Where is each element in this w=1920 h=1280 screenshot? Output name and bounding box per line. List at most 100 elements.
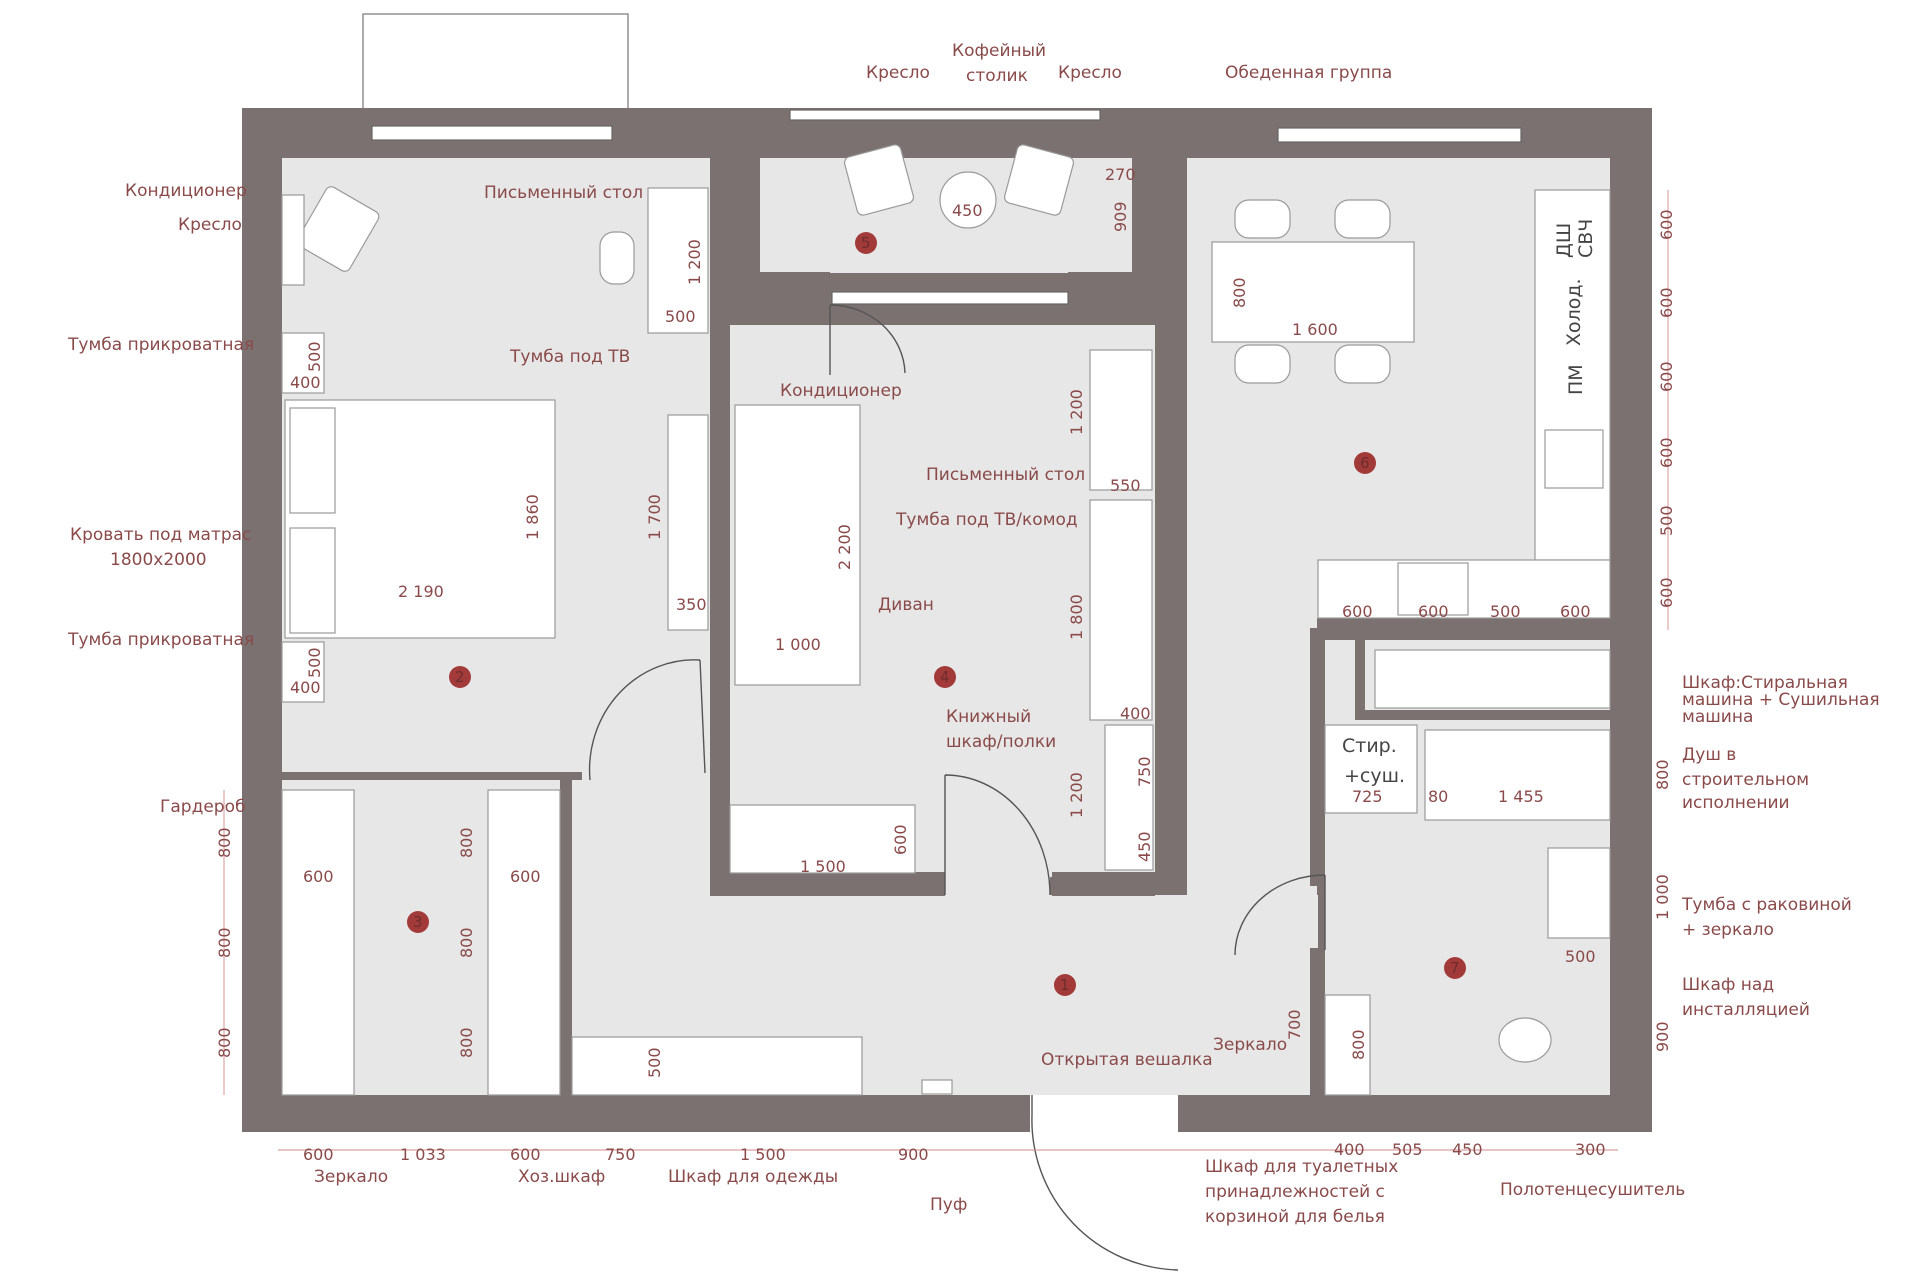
corridor-floor-2 [568, 770, 728, 910]
wall-h [1052, 872, 1155, 896]
dim-kv5: 500 [1657, 505, 1676, 536]
clothes-wardrobe [571, 1036, 863, 1096]
shower-tray [1424, 729, 1611, 821]
wall-m [1310, 948, 1322, 1096]
dim-k600b: 600 [1418, 602, 1449, 621]
label-sink-1: Тумба с раковиной [1681, 895, 1852, 915]
laundry-cabinet [1324, 724, 1418, 814]
label-ac-bedroom: Кондиционер [125, 181, 247, 201]
dim-400a: 400 [290, 373, 321, 392]
wall-o [1355, 640, 1365, 720]
hob [1397, 562, 1469, 616]
label-nightstand-top: Тумба прикроватная [67, 335, 254, 355]
door-room4 [944, 774, 1051, 896]
dim-kv1: 600 [1657, 209, 1676, 240]
dim-wv2: 800 [215, 927, 234, 958]
wall-l [1322, 628, 1610, 640]
dim-1455: 1 455 [1498, 787, 1544, 806]
svg-text:3: 3 [413, 913, 423, 931]
label-mirror-hall: Зеркало [1213, 1035, 1287, 1055]
dim-600r: 600 [891, 824, 910, 855]
bookcase-box [1104, 724, 1154, 871]
svg-text:1: 1 [1060, 976, 1070, 994]
dim-kv3: 600 [1657, 361, 1676, 392]
dim-350: 350 [676, 595, 707, 614]
bedroom-chair [599, 231, 635, 285]
nightstand-top-box [281, 332, 325, 394]
dim-2190: 2 190 [398, 582, 444, 601]
dim-b400: 400 [1334, 1140, 1365, 1159]
door-kitchen-balcony [829, 304, 906, 375]
label-toilet-cab-1: Шкаф для туалетных [1205, 1157, 1398, 1177]
svg-text:7: 7 [1450, 959, 1460, 977]
svg-text:5: 5 [861, 234, 871, 252]
label-washer-2: машина + Сушильная [1682, 690, 1880, 710]
label-dw: ДШ [1553, 223, 1575, 258]
label-open-hanger: Открытая вешалка [1041, 1050, 1213, 1070]
bedroom-armchair [296, 186, 380, 272]
dining-chair-3 [1234, 344, 1291, 384]
label-towel: Полотенцесушитель [1500, 1180, 1685, 1200]
tv-stand-room4-box [1089, 499, 1153, 721]
label-coffee-table-2: столик [966, 66, 1028, 86]
dim-b505: 505 [1392, 1140, 1423, 1159]
dim-k600a: 600 [1342, 602, 1373, 621]
dining-chair-4 [1334, 344, 1391, 384]
label-shower-2: строительном [1682, 770, 1809, 790]
window-kitchen [1277, 127, 1522, 143]
kitchen-sink [1544, 429, 1604, 489]
loggia-armchair-right [1003, 144, 1075, 216]
dim-b1500: 1 500 [740, 1145, 786, 1164]
label-mirror-bottom: Зеркало [314, 1167, 388, 1187]
dim-800: 800 [1230, 277, 1249, 308]
dim-725: 725 [1352, 787, 1383, 806]
room-4-door-gap [945, 872, 1050, 896]
dim-wv4: 800 [457, 827, 476, 858]
dim-1200c: 1 200 [1067, 772, 1086, 818]
ac-bedroom-box [281, 194, 305, 286]
label-tv-stand-room4: Тумба под ТВ/комод [895, 510, 1078, 530]
label-nightstand-bottom: Тумба прикроватная [67, 630, 254, 650]
dim-b900: 900 [898, 1145, 929, 1164]
label-install-1: Шкаф над [1682, 975, 1774, 995]
dim-450b: 450 [1135, 831, 1154, 862]
label-shower-3: исполнении [1682, 793, 1790, 813]
pillow-1 [289, 407, 336, 514]
dim-1000: 1 000 [775, 635, 821, 654]
label-pouf: Пуф [930, 1195, 967, 1215]
svg-text:2: 2 [455, 668, 465, 686]
label-stir-1: Стир. [1342, 735, 1397, 757]
tv-stand-bedroom-box [667, 414, 709, 631]
label-clothes: Шкаф для одежды [668, 1167, 838, 1187]
door-entrance [1031, 1095, 1179, 1271]
dim-b300: 300 [1575, 1140, 1606, 1159]
label-desk-room4: Письменный стол [926, 465, 1085, 485]
wall-k [1310, 628, 1322, 886]
label-wardrobe: Гардероб [160, 797, 245, 817]
wardrobe-left [281, 789, 355, 1096]
label-tv-stand-bedroom: Тумба под ТВ [509, 347, 630, 367]
room-number-1: 1 [1054, 974, 1076, 996]
wall-e [1155, 305, 1187, 895]
label-armchair-right: Кресло [1058, 63, 1122, 83]
window-loggia [789, 109, 1101, 121]
dim-k600c: 600 [1560, 602, 1591, 621]
label-sink-2: + зеркало [1682, 920, 1774, 940]
label-desk-bedroom: Письменный стол [484, 183, 643, 203]
dim-wv6: 800 [457, 1027, 476, 1058]
dim-700: 700 [1285, 1009, 1304, 1040]
dim-750: 750 [1135, 756, 1154, 787]
dim-1700: 1 700 [645, 494, 664, 540]
dim-400c: 400 [1120, 704, 1151, 723]
dim-500c: 500 [305, 647, 324, 678]
dim-wv3: 800 [215, 1027, 234, 1058]
dim-b750: 750 [605, 1145, 636, 1164]
dim-500b: 500 [305, 341, 324, 372]
dim-900r: 900 [1653, 1021, 1672, 1052]
room-number-2: 2 [449, 666, 471, 688]
wall-d [1132, 158, 1187, 258]
dim-550: 550 [1110, 476, 1141, 495]
label-armchair-left: Кресло [866, 63, 930, 83]
coffee-table [939, 171, 997, 229]
